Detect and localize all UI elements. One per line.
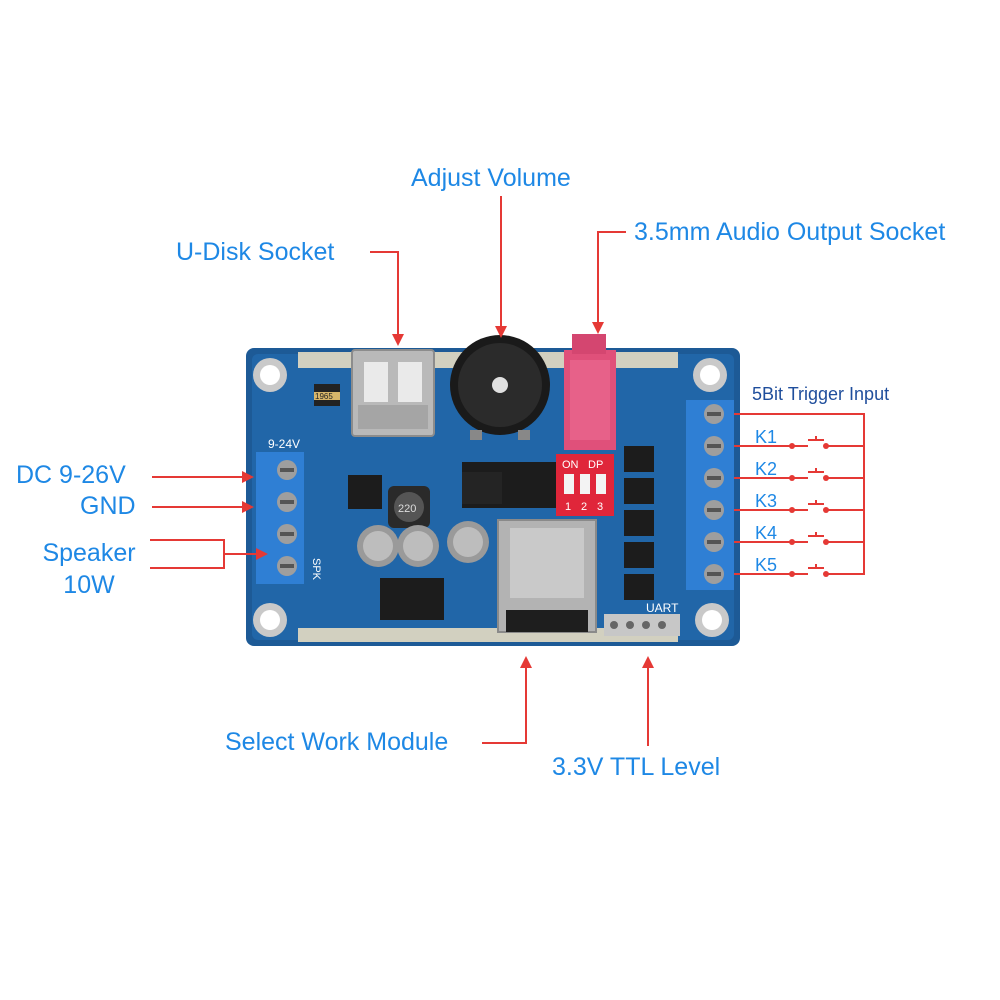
speaker-power-label: 10W — [63, 571, 115, 599]
dip-number-1: 1 — [565, 501, 571, 513]
usb-socket — [351, 349, 435, 437]
power-silkscreen: 9-24V — [268, 437, 300, 451]
pointer-lines — [150, 196, 865, 746]
dip-switch — [556, 454, 614, 516]
fuse-marking: 1965 — [315, 392, 333, 401]
power-speaker-terminal — [256, 452, 304, 584]
inductor — [388, 486, 430, 528]
adjust-volume-label: Adjust Volume — [411, 164, 571, 192]
trigger-key-k2: K2 — [755, 459, 778, 479]
trigger-transistors — [624, 446, 654, 600]
u-disk-socket-label: U-Disk Socket — [176, 238, 335, 266]
amplifier-ic — [380, 578, 444, 620]
uart-silkscreen: UART — [646, 601, 679, 615]
trigger-key-k5: K5 — [755, 555, 778, 575]
speaker-label: Speaker — [42, 539, 136, 567]
switch-contacts — [789, 443, 829, 577]
mounting-holes — [253, 358, 729, 637]
arrowheads — [242, 322, 654, 668]
trigger-key-k4: K4 — [755, 523, 778, 543]
inductor-marking: 220 — [398, 503, 416, 515]
sd-card-slot — [497, 519, 597, 633]
trigger-input-label: 5Bit Trigger Input — [752, 384, 890, 404]
gnd-label: GND — [80, 492, 136, 520]
dip-dp-label: DP — [588, 459, 603, 471]
audio-output-label: 3.5mm Audio Output Socket — [634, 218, 946, 246]
trigger-terminal — [686, 400, 734, 590]
capacitors — [357, 521, 489, 567]
ttl-level-label: 3.3V TTL Level — [552, 753, 721, 781]
volume-potentiometer — [450, 335, 550, 440]
select-work-module-label: Select Work Module — [225, 728, 449, 756]
spk-silkscreen: SPK — [310, 558, 322, 581]
trigger-key-k3: K3 — [755, 491, 778, 511]
trigger-key-k1: K1 — [755, 427, 778, 447]
dip-number-3: 3 — [597, 501, 603, 513]
dc-input-label: DC 9-26V — [16, 461, 126, 489]
audio-jack — [564, 334, 616, 450]
uart-header — [604, 614, 680, 636]
dip-number-2: 2 — [581, 501, 587, 513]
dip-on-label: ON — [562, 459, 579, 471]
